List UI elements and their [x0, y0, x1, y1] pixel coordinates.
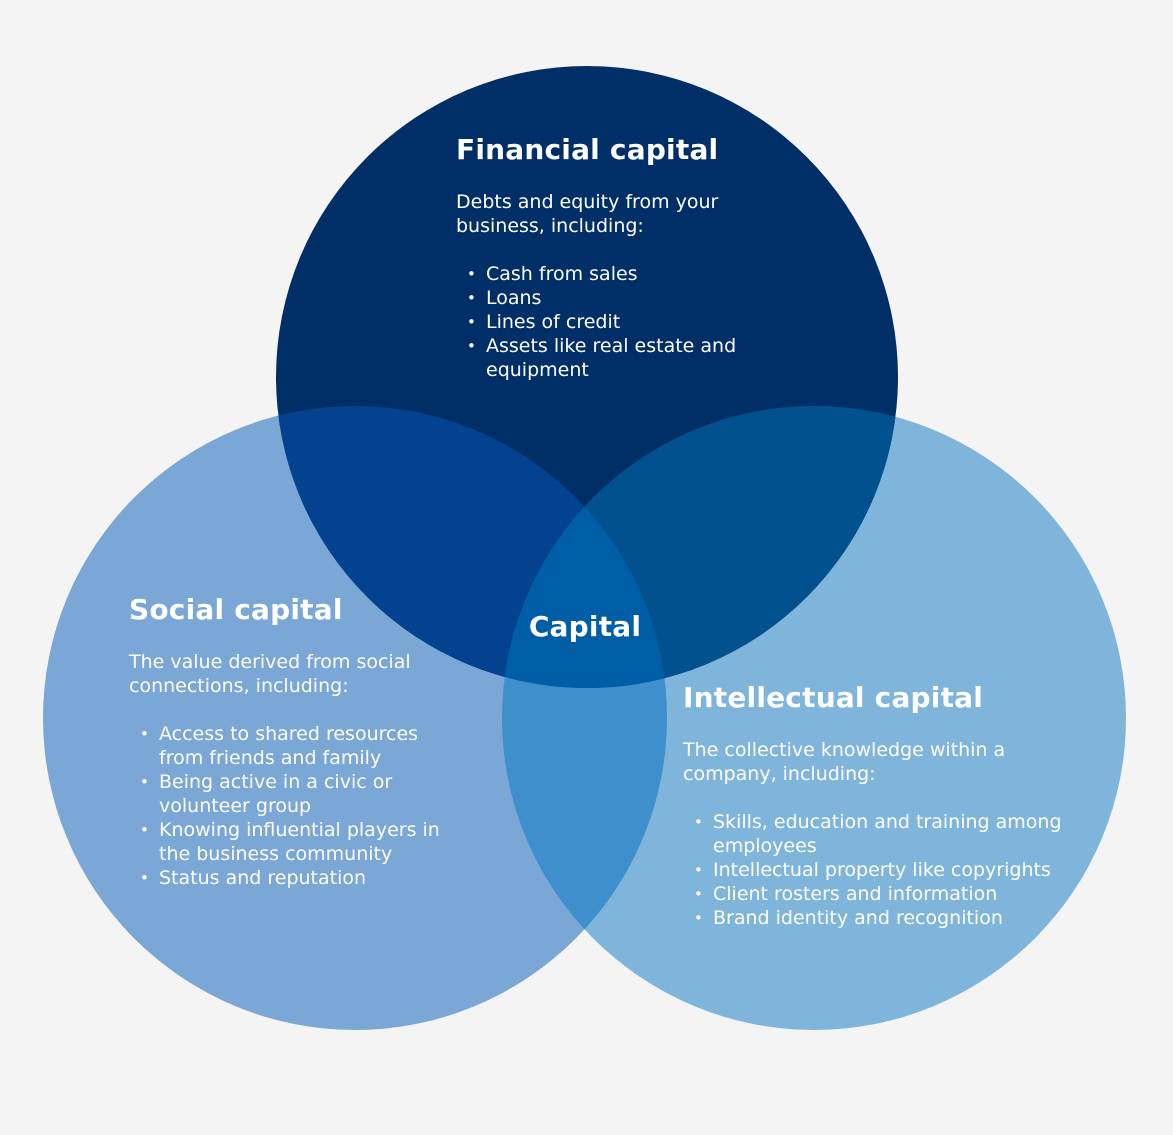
list-item: Knowing influential players in the busin… [129, 818, 449, 866]
list-item: Brand identity and recognition [683, 906, 1063, 930]
financial-social-overlap [276, 406, 667, 688]
list-item: Status and reputation [129, 866, 449, 890]
list-item: Access to shared resources from friends … [129, 722, 449, 770]
list-item: Skills, education and training among emp… [683, 810, 1063, 858]
intellectual-capital-title: Intellectual capital [683, 681, 984, 714]
financial-capital-list: Cash from sales Loans Lines of credit As… [456, 262, 756, 382]
financial-capital-description: Debts and equity from your business, inc… [456, 191, 719, 237]
intellectual-capital-block: Intellectual capital The collective know… [683, 681, 1063, 930]
financial-intellectual-overlap [502, 406, 898, 688]
list-item: Assets like real estate and equipment [456, 334, 756, 382]
list-item: Intellectual property like copyrights [683, 858, 1063, 882]
social-capital-list: Access to shared resources from friends … [129, 722, 449, 890]
social-capital-block: Social capital The value derived from so… [129, 593, 449, 890]
center-label: Capital [528, 610, 642, 643]
list-item: Lines of credit [456, 310, 756, 334]
list-item: Client rosters and information [683, 882, 1063, 906]
list-item: Being active in a civic or volunteer gro… [129, 770, 449, 818]
intellectual-capital-list: Skills, education and training among emp… [683, 810, 1063, 930]
list-item: Cash from sales [456, 262, 756, 286]
social-capital-title: Social capital [129, 593, 343, 626]
financial-capital-title: Financial capital [456, 133, 719, 166]
social-capital-description: The value derived from social connection… [129, 651, 411, 697]
financial-capital-block: Financial capital Debts and equity from … [456, 133, 756, 382]
list-item: Loans [456, 286, 756, 310]
intellectual-capital-description: The collective knowledge within a compan… [683, 739, 1006, 785]
